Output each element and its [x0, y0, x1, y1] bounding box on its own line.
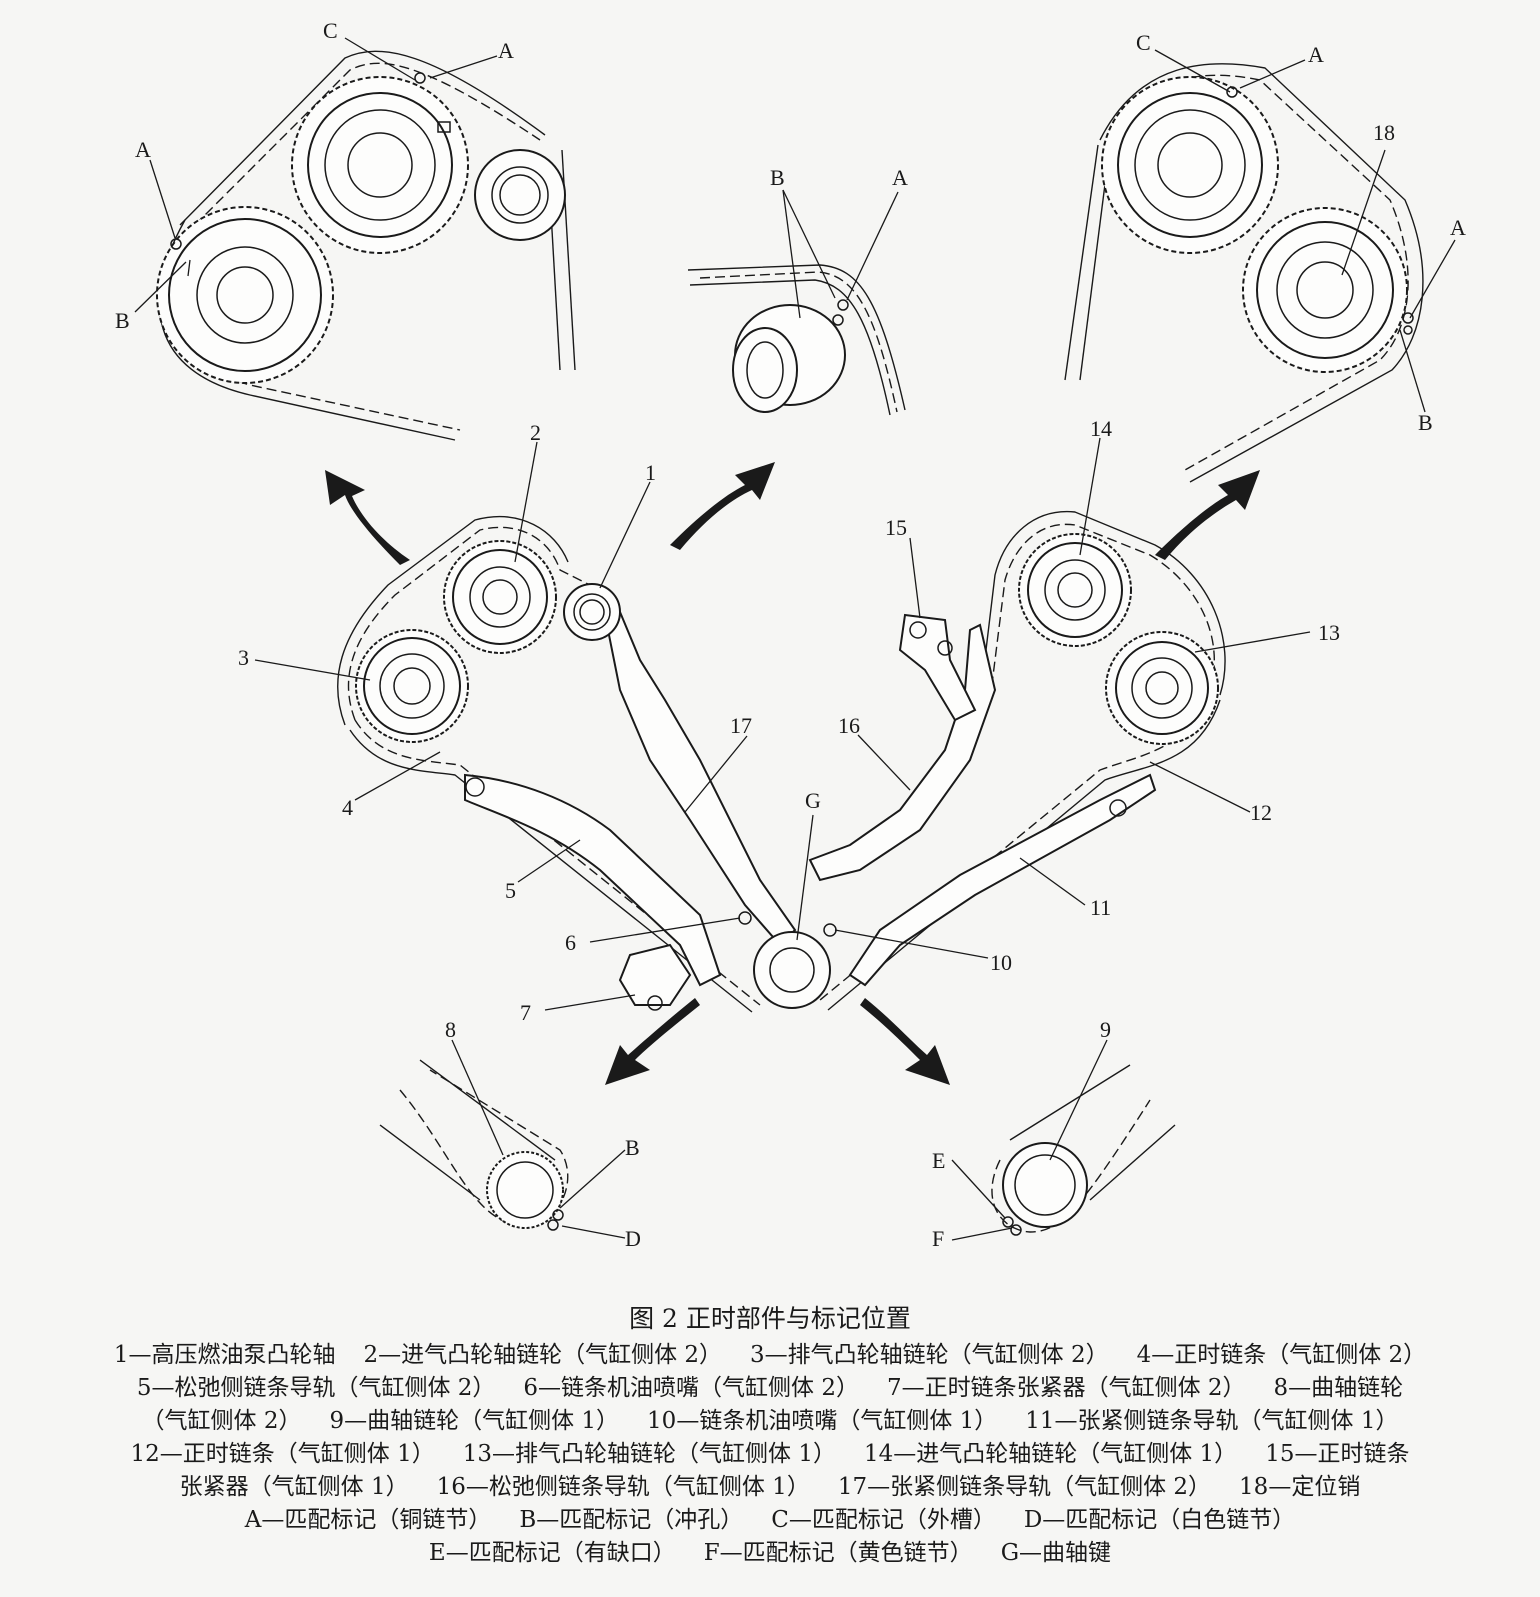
label-2: 2	[530, 420, 541, 445]
legend-item: 17—张紧侧链条导轨（气缸侧体 2）	[837, 1474, 1212, 1500]
legend-row-1: 1—高压燃油泵凸轮轴 2—进气凸轮轴链轮（气缸侧体 2） 3—排气凸轮轴链轮（气缸侧…	[0, 1339, 1540, 1372]
legend-item: 9—曲轴链轮（气缸侧体 1）	[329, 1408, 620, 1434]
figure-caption: 图 2 正时部件与标记位置 1—高压燃油泵凸轮轴 2—进气凸轮轴链轮（气缸侧体 2…	[0, 1302, 1540, 1570]
legend-item: 张紧器（气缸侧体 1）	[179, 1474, 409, 1500]
label-b-top-center: B	[770, 165, 785, 190]
label-12: 12	[1250, 800, 1272, 825]
legend-item: C—匹配标记（外槽）	[771, 1507, 996, 1533]
label-b-top-left: B	[115, 308, 130, 333]
legend-row-2: 5—松弛侧链条导轨（气缸侧体 2） 6—链条机油喷嘴（气缸侧体 2） 7—正时链条张…	[0, 1372, 1540, 1405]
label-a-top-right-2: A	[1450, 215, 1466, 240]
label-13: 13	[1318, 620, 1340, 645]
legend-item: （气缸侧体 2）	[141, 1408, 302, 1434]
legend-row-6: A—匹配标记（铜链节） B—匹配标记（冲孔） C—匹配标记（外槽） D—匹配标记（白色…	[0, 1504, 1540, 1537]
label-e-bottom: E	[932, 1148, 945, 1173]
legend-item: 2—进气凸轮轴链轮（气缸侧体 2）	[363, 1342, 723, 1368]
legend-item: D—匹配标记（白色链节）	[1023, 1507, 1296, 1533]
main-assembly	[337, 510, 1226, 1013]
legend-item: 8—曲轴链轮	[1273, 1375, 1404, 1401]
label-c-top-left: C	[323, 18, 338, 43]
label-10: 10	[990, 950, 1012, 975]
legend-item: 4—正时链条（气缸侧体 2）	[1136, 1342, 1427, 1368]
label-14: 14	[1090, 416, 1112, 441]
legend-item: 15—正时链条	[1265, 1441, 1410, 1467]
pump-camshaft-detail	[474, 149, 566, 241]
label-f-bottom: F	[932, 1226, 944, 1251]
legend-item: 11—张紧侧链条导轨（气缸侧体 1）	[1025, 1408, 1399, 1434]
label-c-top-right: C	[1136, 30, 1151, 55]
legend-row-3: （气缸侧体 2） 9—曲轴链轮（气缸侧体 1） 10—链条机油喷嘴（气缸侧体 1） 1…	[0, 1405, 1540, 1438]
legend-item: A—匹配标记（铜链节）	[244, 1507, 492, 1533]
arrows	[325, 462, 1260, 1085]
label-a-top-right-1: A	[1308, 42, 1324, 67]
legend-row-7: E—匹配标记（有缺口） F—匹配标记（黄色链节） G—曲轴键	[0, 1537, 1540, 1570]
exhaust-sprocket-detail-right	[1242, 207, 1408, 373]
legend-item: 18—定位销	[1239, 1474, 1361, 1500]
legend-item: 5—松弛侧链条导轨（气缸侧体 2）	[136, 1375, 496, 1401]
legend-row-5: 张紧器（气缸侧体 1） 16—松弛侧链条导轨（气缸侧体 1） 17—张紧侧链条导轨（…	[0, 1471, 1540, 1504]
legend-item: 3—排气凸轮轴链轮（气缸侧体 2）	[750, 1342, 1109, 1368]
label-a-top-center: A	[892, 165, 908, 190]
label-4: 4	[342, 795, 353, 820]
detail-top-center	[687, 264, 906, 416]
label-7: 7	[520, 1000, 531, 1025]
sprocket-13	[1105, 631, 1219, 745]
timing-diagram: C A A B B A C A 18 A B 2 1 14 15 3 13 17…	[115, 18, 1466, 1251]
label-15: 15	[885, 515, 907, 540]
legend-row-4: 12—正时链条（气缸侧体 1） 13—排气凸轮轴链轮（气缸侧体 1） 14—进气凸轮…	[0, 1438, 1540, 1471]
leader-lines	[134, 37, 1456, 1241]
crank-sprocket-9	[1002, 1142, 1088, 1228]
label-b-top-right: B	[1418, 410, 1433, 435]
crankshaft-sprocket	[753, 931, 831, 1009]
legend-item: 13—排气凸轮轴链轮（气缸侧体 1）	[462, 1441, 836, 1467]
label-g: G	[805, 788, 821, 813]
label-a-top-left-2: A	[135, 137, 151, 162]
label-b-bottom: B	[625, 1135, 640, 1160]
legend-item: 12—正时链条（气缸侧体 1）	[130, 1441, 435, 1467]
pump-cam-roller	[732, 304, 846, 413]
intake-sprocket-detail	[291, 76, 469, 254]
label-9: 9	[1100, 1017, 1111, 1042]
legend-item: 14—进气凸轮轴链轮（气缸侧体 1）	[863, 1441, 1238, 1467]
legend-item: G—曲轴键	[1000, 1540, 1112, 1566]
label-8: 8	[445, 1017, 456, 1042]
part-labels: C A A B B A C A 18 A B 2 1 14 15 3 13 17…	[115, 18, 1466, 1251]
label-6: 6	[565, 930, 576, 955]
legend-item: 6—链条机油喷嘴（气缸侧体 2）	[523, 1375, 859, 1401]
label-11: 11	[1090, 895, 1111, 920]
legend-item: 1—高压燃油泵凸轮轴	[113, 1342, 336, 1368]
legend-item: 10—链条机油喷嘴（气缸侧体 1）	[647, 1408, 998, 1434]
detail-top-right	[1064, 63, 1424, 483]
label-d-bottom: D	[625, 1226, 641, 1251]
exhaust-sprocket-detail	[156, 206, 334, 384]
legend-item: 16—松弛侧链条导轨（气缸侧体 1）	[436, 1474, 810, 1500]
pump-camshaft-1	[563, 583, 621, 641]
legend-item: B—匹配标记（冲孔）	[519, 1507, 744, 1533]
legend-item: 7—正时链条张紧器（气缸侧体 2）	[886, 1375, 1246, 1401]
label-a-top-left-1: A	[498, 38, 514, 63]
crank-sprocket-8	[486, 1151, 564, 1229]
label-3: 3	[238, 645, 249, 670]
label-16: 16	[838, 713, 860, 738]
label-18: 18	[1373, 120, 1395, 145]
intake-sprocket-detail-right	[1101, 76, 1279, 254]
label-5: 5	[505, 878, 516, 903]
label-1: 1	[645, 460, 656, 485]
sprocket-14	[1018, 533, 1132, 647]
figure-title: 图 2 正时部件与标记位置	[629, 1304, 911, 1333]
sprocket-3	[355, 629, 469, 743]
detail-top-left	[156, 50, 576, 441]
detail-bottom-right	[991, 1064, 1176, 1236]
sprocket-2	[443, 540, 557, 654]
legend-item: E—匹配标记（有缺口）	[428, 1540, 676, 1566]
detail-bottom-left	[379, 1059, 569, 1231]
legend-item: F—匹配标记（黄色链节）	[703, 1540, 973, 1566]
label-17: 17	[730, 713, 752, 738]
